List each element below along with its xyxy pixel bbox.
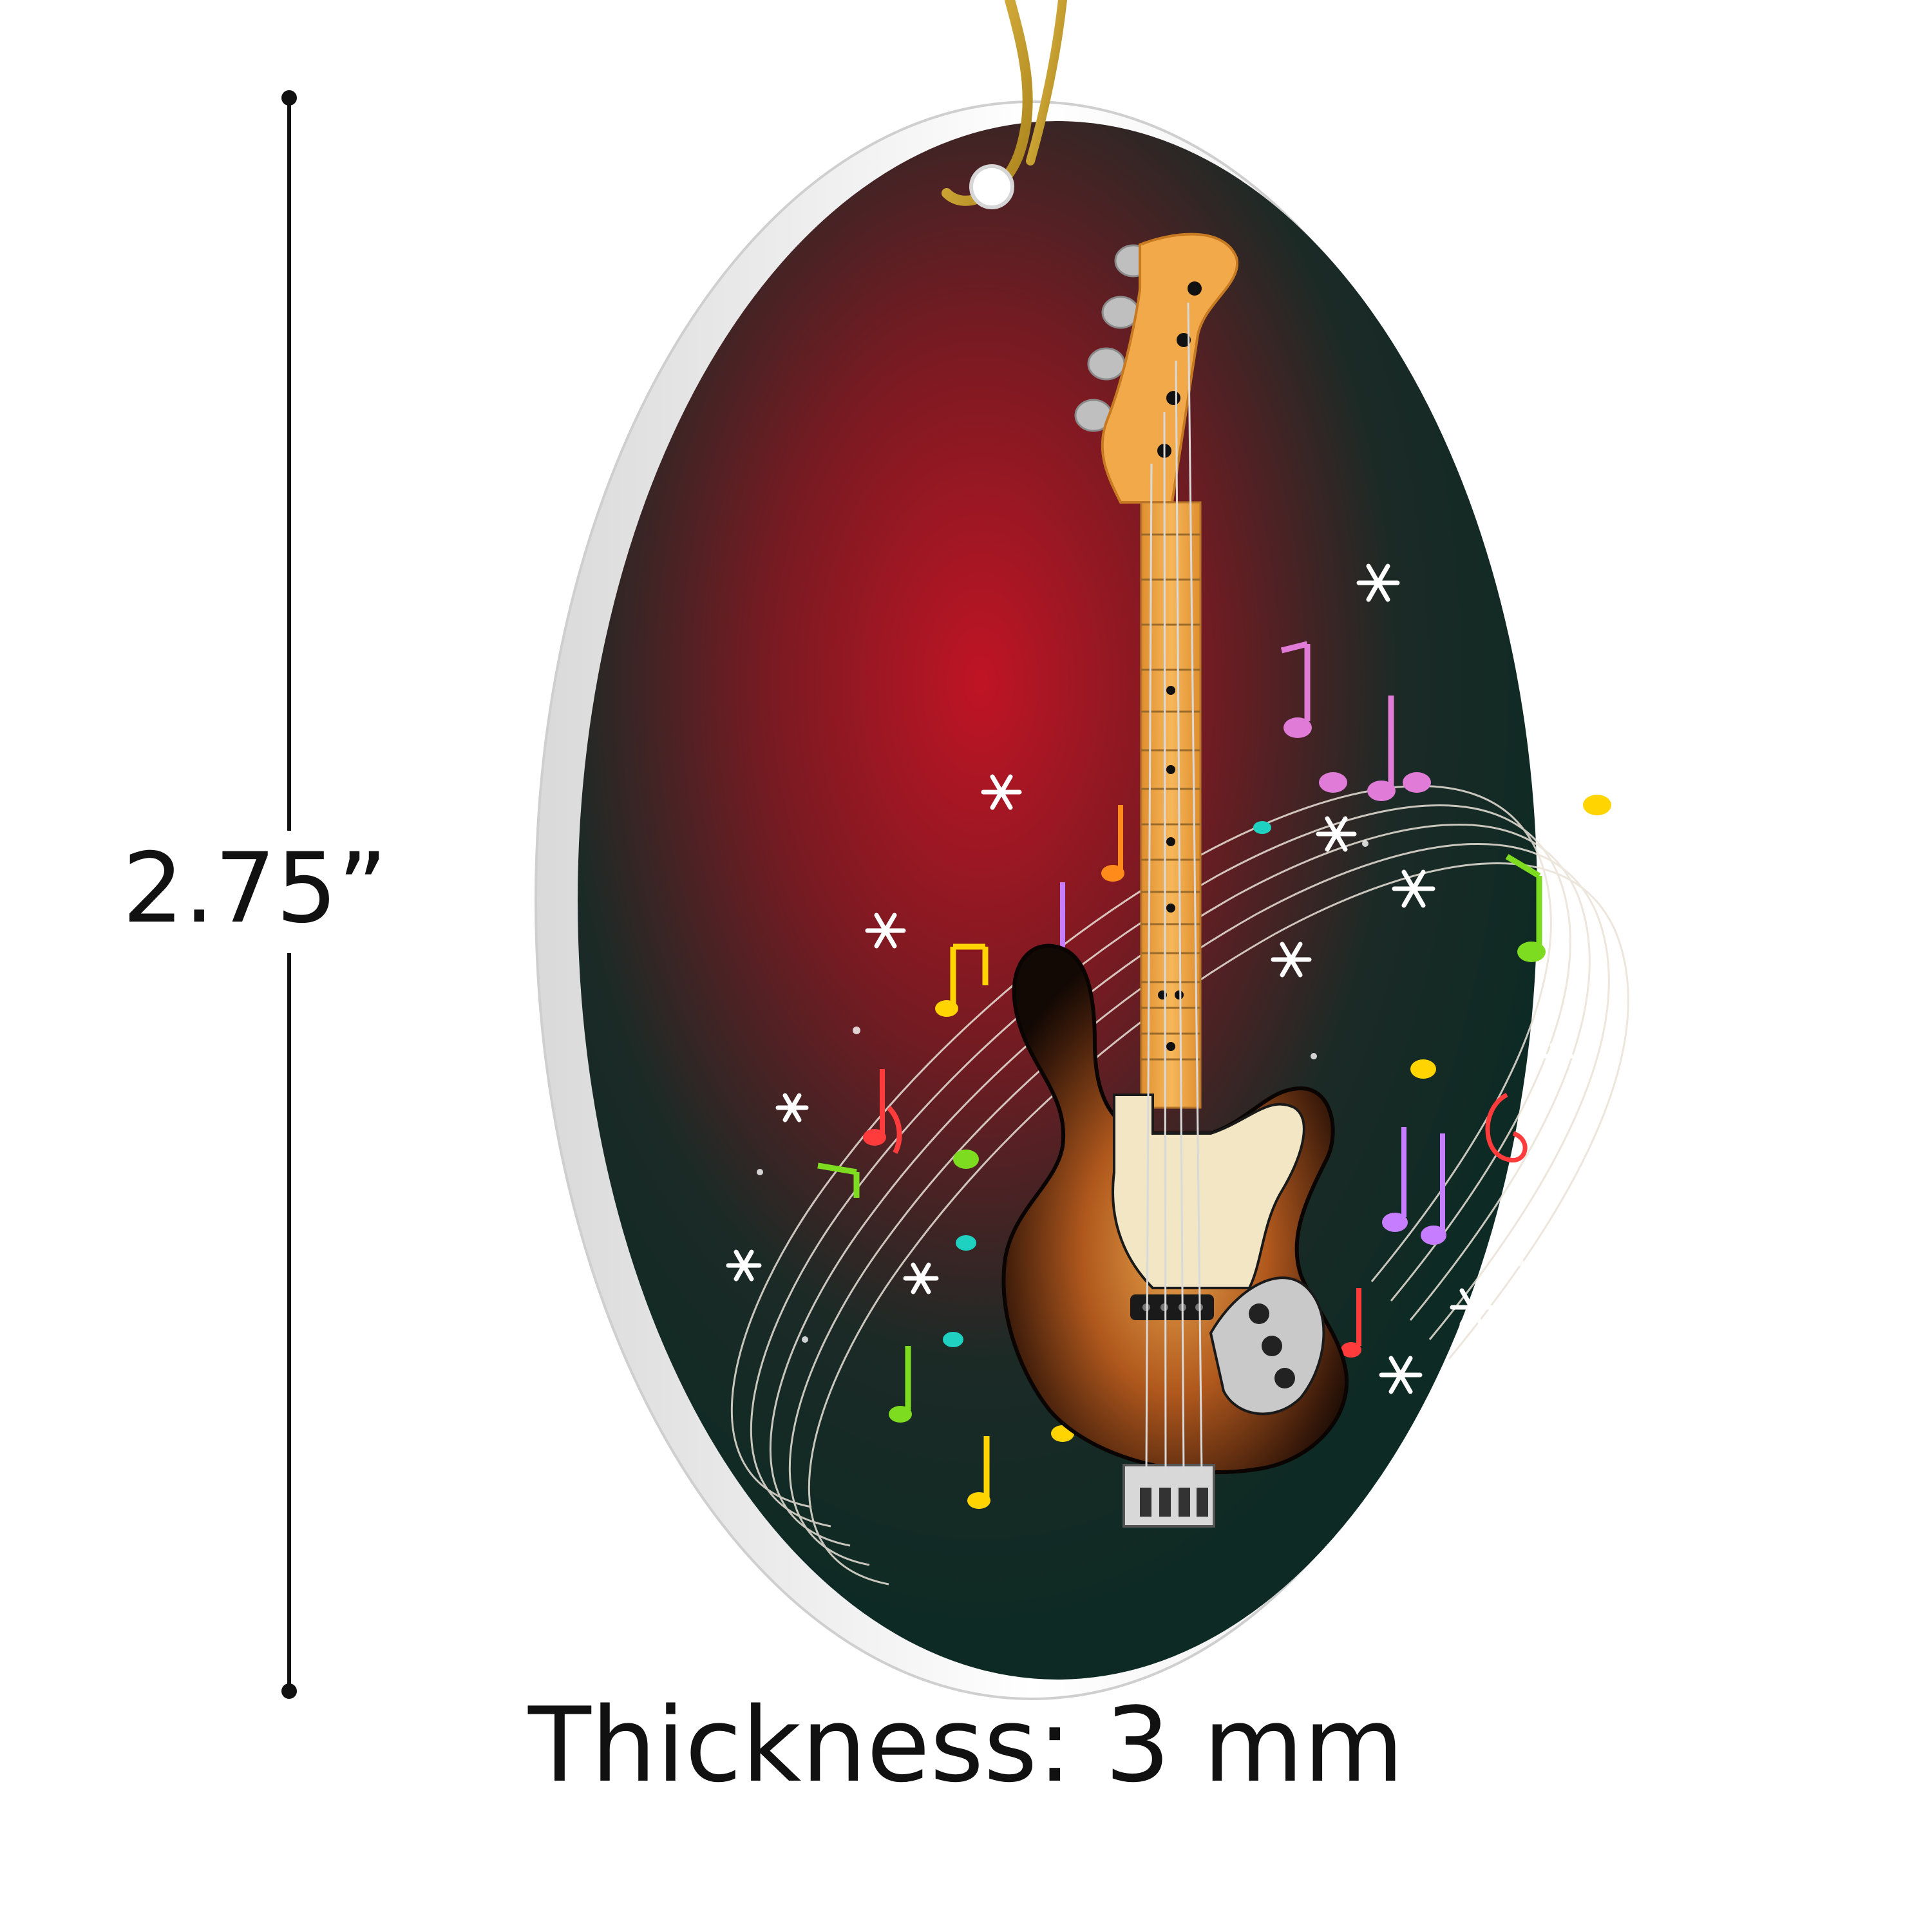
hanging-cord (942, 0, 1067, 209)
bass-guitar-illustration (1001, 232, 1349, 1528)
ornament-face (578, 121, 1537, 1680)
height-label: 2.75” (122, 833, 388, 945)
thickness-label: Thickness: 3 mm (528, 1685, 1404, 1805)
height-dimension-line (281, 90, 297, 1699)
snowflakes (726, 564, 1574, 1394)
